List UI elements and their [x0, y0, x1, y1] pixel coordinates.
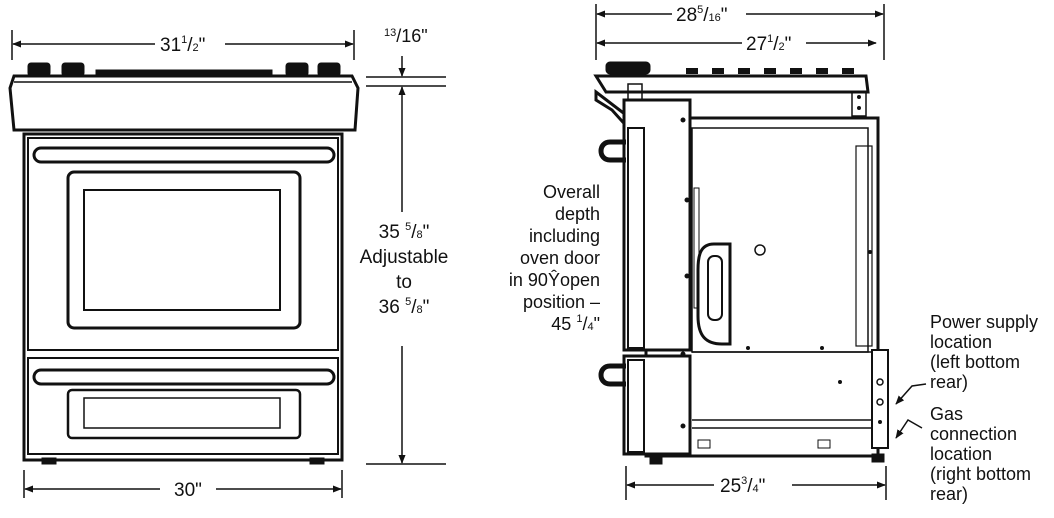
side-overall-depth-note: Overall depth including oven door in 90Ŷ…	[509, 182, 600, 334]
adjustable-text: Adjustable	[360, 247, 449, 268]
front-thickness-label: 13/16"	[384, 26, 428, 46]
svg-text:rear): rear)	[930, 484, 968, 504]
side-cabinet-depth-label: 271/2"	[746, 33, 791, 55]
svg-text:35 5/8": 35 5/8"	[379, 221, 430, 243]
svg-text:rear): rear)	[930, 372, 968, 392]
svg-text:connection: connection	[930, 424, 1017, 444]
svg-text:45 1/4": 45 1/4"	[551, 313, 600, 334]
svg-text:location: location	[930, 444, 992, 464]
svg-text:Power supply: Power supply	[930, 312, 1038, 332]
front-drawer-handle	[32, 368, 336, 386]
front-control-panel	[8, 74, 360, 132]
side-view	[593, 4, 927, 500]
side-drawer	[622, 354, 692, 456]
svg-text:(right bottom: (right bottom	[930, 464, 1031, 484]
svg-text:location: location	[930, 332, 992, 352]
front-view	[8, 30, 446, 498]
side-base-depth-label: 253/4"	[720, 475, 765, 497]
svg-text:285/16": 285/16"	[676, 4, 728, 26]
svg-text:311/2": 311/2"	[160, 34, 205, 56]
side-door	[622, 98, 692, 352]
svg-text:in 90Ŷopen: in 90Ŷopen	[509, 270, 600, 290]
power-supply-leader	[895, 383, 927, 405]
front-height-label: 35 5/8" Adjustable to 36 5/8"	[360, 221, 449, 318]
front-body	[22, 132, 344, 462]
gas-connection-label: Gas connection location (right bottom re…	[930, 404, 1031, 504]
svg-text:Gas: Gas	[930, 404, 963, 424]
svg-text:271/2": 271/2"	[746, 33, 791, 55]
svg-text:13/16": 13/16"	[384, 26, 428, 46]
svg-text:including: including	[529, 226, 600, 246]
svg-text:oven door: oven door	[520, 248, 600, 268]
front-door-handle	[32, 146, 336, 164]
to-text: to	[396, 272, 412, 293]
power-supply-label: Power supply location (left bottom rear)	[930, 312, 1038, 392]
side-drawer-handle	[598, 363, 626, 387]
front-oven-window	[66, 170, 302, 330]
front-oven-door	[27, 137, 339, 351]
gas-connection-leader	[895, 419, 923, 439]
front-width-base-label: 30"	[174, 480, 202, 501]
svg-text:36 5/8": 36 5/8"	[379, 296, 430, 318]
svg-text:253/4": 253/4"	[720, 475, 765, 497]
svg-text:position –: position –	[523, 292, 600, 312]
svg-text:depth: depth	[555, 204, 600, 224]
front-knobs	[27, 62, 341, 77]
svg-text:(left bottom: (left bottom	[930, 352, 1020, 372]
side-door-handle	[598, 139, 626, 163]
front-width-top-label: 311/2"	[160, 34, 205, 56]
side-control-panel	[593, 74, 870, 94]
svg-text:Overall: Overall	[543, 182, 600, 202]
front-drawer	[27, 357, 339, 455]
side-overall-depth-top-label: 285/16"	[676, 4, 728, 26]
